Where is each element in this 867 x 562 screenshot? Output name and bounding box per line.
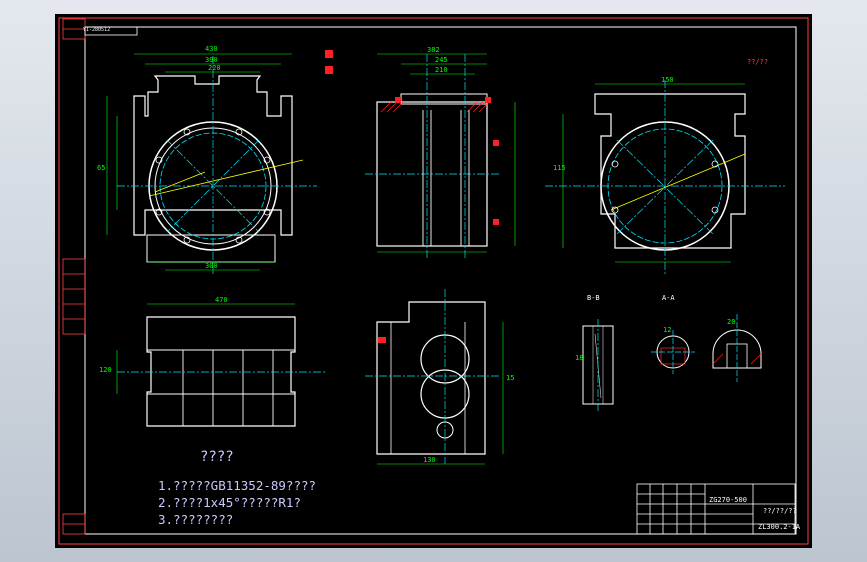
front-view [106, 50, 333, 276]
top-view [545, 80, 785, 274]
dim-label: 245 [435, 56, 448, 64]
dim-label: 390 [205, 56, 218, 64]
dim-label: 300 [205, 262, 218, 270]
dim-label: 115 [553, 164, 566, 172]
section-label-a-a: A-A [662, 294, 675, 302]
lower-section-view [365, 289, 504, 465]
cad-viewport[interactable]: YI-280512 B-B A-A ??/?? 430 390 150 220 … [55, 14, 812, 548]
dim-label: 430 [205, 45, 218, 53]
dim-label: 18 [575, 354, 584, 362]
technical-drawing [58, 17, 809, 545]
section-b-b [582, 319, 614, 412]
section-label-b-b: B-B [587, 294, 600, 302]
side-section-view [365, 53, 516, 259]
detail-view [712, 314, 762, 382]
dim-label: 210 [435, 66, 448, 74]
technical-requirement-1: 1.?????GB11352-89???? [158, 478, 317, 493]
technical-requirements-heading: ???? [200, 449, 234, 465]
dim-label: 382 [427, 46, 440, 54]
outer-frame [58, 17, 809, 545]
scale-note: ??/?? [747, 58, 769, 66]
title-block-company: ??/??/?? [763, 507, 797, 515]
dim-label: 12 [663, 326, 672, 334]
dim-label: 470 [215, 296, 228, 304]
title-block [636, 483, 796, 535]
dim-label: 15 [506, 374, 515, 382]
dim-label: 220 [208, 64, 221, 72]
dim-label: 65 [97, 164, 106, 172]
dim-label: 120 [99, 366, 112, 374]
dim-label: 150 [661, 76, 674, 84]
drawing-code-stamp: YI-280512 [83, 27, 111, 33]
title-block-drawing-number: ZL300.2-1A [758, 523, 801, 531]
dim-label: 130 [423, 456, 436, 464]
technical-requirement-2: 2.????1x45°?????R1? [158, 495, 301, 510]
dim-label: 20 [727, 318, 736, 326]
section-a-a [651, 330, 695, 374]
code-stamp-box [84, 26, 138, 36]
inner-frame [84, 26, 797, 535]
lower-side-view [116, 303, 325, 427]
title-block-material: ZG270-500 [709, 496, 747, 504]
technical-requirement-3: 3.???????? [158, 512, 234, 527]
left-margin-table [62, 18, 86, 535]
